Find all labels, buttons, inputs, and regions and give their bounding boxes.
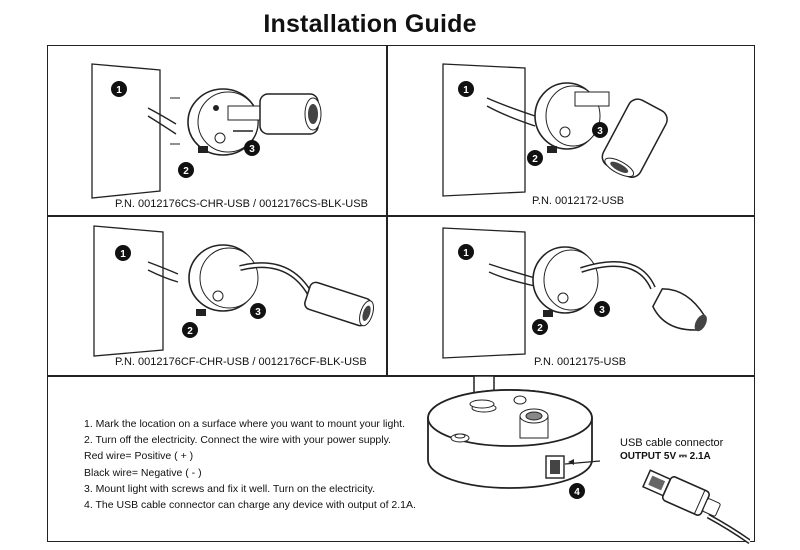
panel-flex-bulb bbox=[387, 216, 753, 375]
installation-steps: 1. Mark the location on a surface where … bbox=[84, 416, 416, 513]
part-number-angled-spot: P.N. 0012172-USB bbox=[532, 195, 625, 207]
usb-connector-label: USB cable connector OUTPUT 5V ⎓ 2.1A bbox=[620, 436, 723, 464]
usb-base-illustration bbox=[427, 376, 600, 489]
flex-cylinder-illustration bbox=[93, 225, 375, 357]
step-2: 2. Turn off the electricity. Connect the… bbox=[84, 434, 391, 447]
part-number-flex-bulb: P.N. 0012175-USB bbox=[534, 356, 627, 368]
horizontal-divider-bottom bbox=[47, 375, 755, 377]
panel-flex-cylinder bbox=[48, 216, 386, 375]
step-1: 1. Mark the location on a surface where … bbox=[84, 418, 406, 430]
angled-spot-illustration bbox=[442, 63, 668, 197]
black-wire-note: Black wire= Negative ( - ) bbox=[84, 466, 202, 479]
panel-angled-spot bbox=[387, 46, 753, 215]
flex-bulb-illustration bbox=[442, 227, 707, 359]
page-title: Installation Guide bbox=[263, 10, 477, 38]
vertical-divider bbox=[386, 45, 388, 375]
step-3: 3. Mount light with screws and fix it we… bbox=[84, 482, 376, 495]
usb-output-spec: OUTPUT 5V ⎓ 2.1A bbox=[620, 451, 711, 462]
usb-cable-illustration bbox=[642, 469, 750, 545]
step-4: 4. The USB cable connector can charge an… bbox=[84, 499, 416, 512]
part-number-straight-spot: P.N. 0012176CS-CHR-USB / 0012176CS-BLK-U… bbox=[115, 198, 368, 210]
guide-frame bbox=[47, 45, 755, 542]
red-wire-note: Red wire= Positive ( + ) bbox=[84, 450, 194, 463]
panel-straight-spot bbox=[48, 46, 386, 215]
horizontal-divider-top bbox=[47, 215, 755, 217]
part-number-flex-cylinder: P.N. 0012176CF-CHR-USB / 0012176CF-BLK-U… bbox=[115, 356, 367, 368]
usb-connector-title: USB cable connector bbox=[620, 437, 724, 449]
straight-spot-illustration bbox=[91, 63, 322, 199]
